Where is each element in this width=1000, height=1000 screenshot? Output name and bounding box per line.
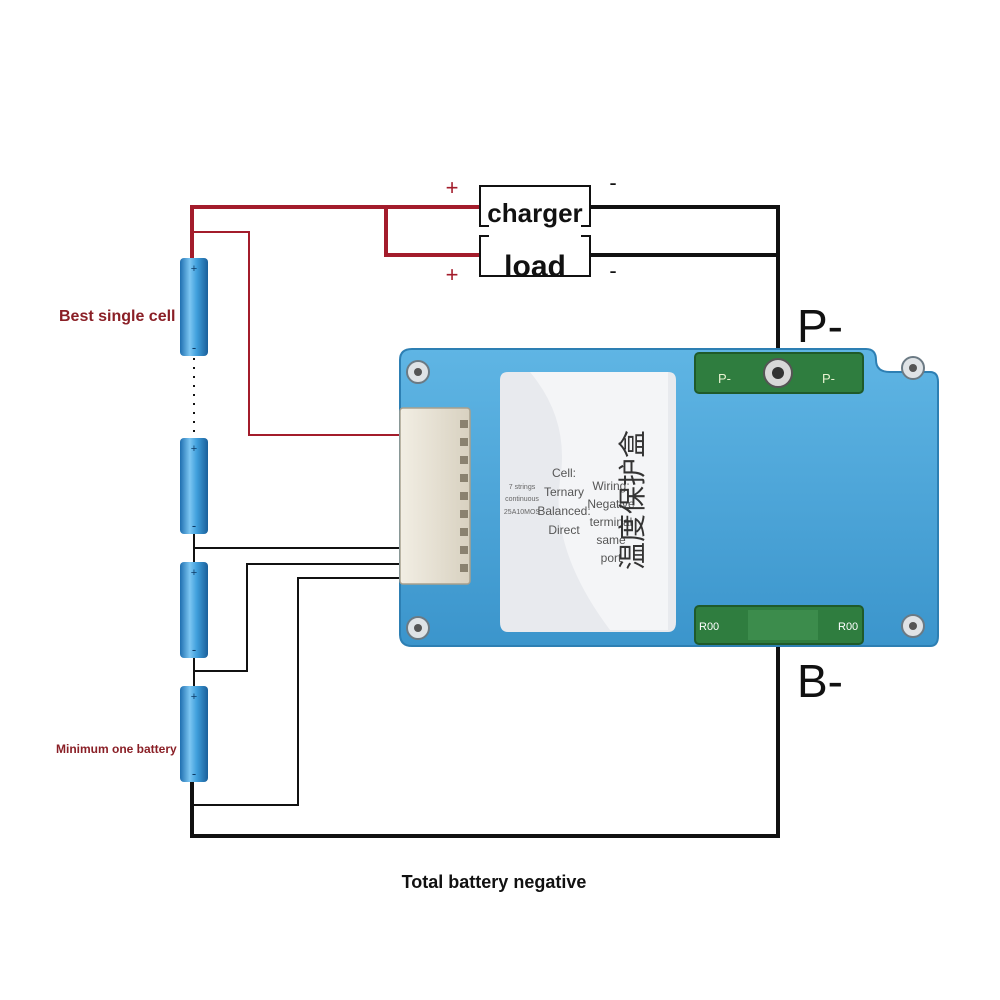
pad-top-right-label: P- — [822, 371, 835, 386]
battery-3-plus: + — [191, 567, 197, 579]
spec-wiring-4: same — [596, 533, 626, 547]
battery-1-plus: + — [191, 263, 197, 275]
balance-connector — [399, 407, 471, 585]
spec-cell-3: Balanced: — [537, 504, 590, 518]
bms-board: P- P- R00 R00 7 strings continuous 25A10… — [399, 348, 939, 647]
pad-bottom-right-label: R00 — [838, 621, 858, 633]
b-minus-label: B- — [797, 655, 843, 707]
charger-minus: - — [609, 170, 616, 195]
battery-cell-1: + - — [180, 258, 208, 356]
best-single-cell-label: Best single cell — [59, 308, 176, 325]
charger-negative-wire — [590, 205, 780, 348]
charger-label: charger — [487, 198, 582, 228]
spec-wiring-1: Wiring: — [592, 479, 629, 493]
total-negative-wire — [190, 645, 780, 838]
battery-4-minus: - — [192, 766, 196, 781]
spec-cell-1: Cell: — [552, 466, 576, 480]
balance-wire-top — [194, 231, 402, 436]
balance-wires — [194, 547, 402, 806]
negative-wires — [190, 205, 780, 838]
charger-box: charger — [479, 185, 591, 232]
load-plus: + — [446, 262, 459, 287]
load-minus: - — [609, 258, 616, 283]
load-label: load — [504, 250, 566, 283]
balance-wire-2 — [194, 563, 402, 672]
load-box: load — [479, 228, 591, 283]
spec-small-1: 7 strings — [509, 484, 536, 491]
spec-small-2: continuous — [505, 496, 539, 503]
battery-2-plus: + — [191, 443, 197, 455]
spec-wiring-2: Negative — [587, 497, 635, 511]
positive-wires — [190, 205, 482, 262]
p-minus-label: P- — [797, 300, 843, 352]
load-positive-wire — [384, 207, 482, 257]
battery-3-minus: - — [192, 642, 196, 657]
balance-wire-3 — [194, 577, 402, 806]
screw-holes — [406, 356, 925, 640]
spec-wiring-5: port — [601, 551, 622, 565]
board-chinese-label: 温度保护盒 — [617, 430, 648, 570]
battery-cell-3: + - — [180, 562, 208, 658]
spec-cell-2: Ternary — [544, 485, 584, 499]
pad-top-left-label: P- — [718, 371, 731, 386]
total-battery-negative-label: Total battery negative — [402, 872, 587, 892]
minimum-one-battery-label: Minimum one battery — [56, 742, 177, 756]
charger-plus: + — [446, 175, 459, 200]
spec-small-3: 25A10MOS — [504, 509, 541, 516]
battery-cell-4: + - — [180, 686, 208, 782]
pad-bottom-left-label: R00 — [699, 621, 719, 633]
battery-2-minus: - — [192, 518, 196, 533]
battery-4-plus: + — [191, 691, 197, 703]
connector-pins — [460, 420, 468, 572]
spec-wiring-3: terminal — [590, 515, 633, 529]
spec-cell-4: Direct — [548, 523, 580, 537]
battery-cell-2: + - — [180, 438, 208, 534]
battery-1-minus: - — [192, 340, 196, 355]
